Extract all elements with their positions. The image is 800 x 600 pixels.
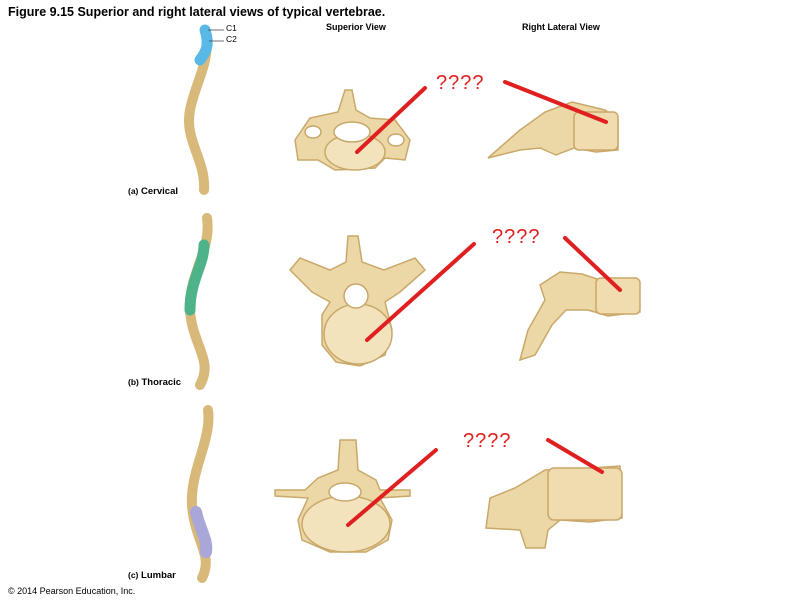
pointer-line-thoracic-superior — [365, 242, 476, 342]
question-thoracic: ???? — [492, 226, 541, 248]
lumbar-superior-vertebra — [274, 439, 411, 553]
pointer-line-lumbar-superior — [346, 448, 438, 527]
spine-lumbar — [186, 405, 214, 583]
cervical-superior-vertebra — [294, 89, 411, 171]
pointer-line-cervical-lateral — [503, 80, 608, 124]
question-lumbar: ???? — [463, 430, 512, 452]
cervical-lateral-vertebra — [487, 101, 619, 159]
spine-cervical — [183, 24, 224, 195]
column-header-superior: Superior View — [326, 22, 386, 32]
figure-title: Figure 9.15 Superior and right lateral v… — [8, 5, 386, 19]
label-c1: C1 — [226, 23, 237, 33]
row-label-thoracic: (b) Thoracic — [128, 377, 182, 388]
copyright: © 2014 Pearson Education, Inc. — [8, 586, 136, 596]
lumbar-lateral-vertebra — [485, 465, 623, 549]
spine-thoracic — [184, 213, 213, 390]
pointer-line-lumbar-lateral — [546, 438, 604, 474]
pointer-lines — [346, 80, 622, 527]
row-label-cervical: (a) Cervical — [128, 186, 179, 197]
thoracic-lateral-vertebra — [518, 271, 641, 362]
pointer-line-thoracic-lateral — [563, 236, 622, 292]
column-header-lateral: Right Lateral View — [522, 22, 600, 32]
row-label-lumbar: (c) Lumbar — [128, 570, 176, 581]
pointer-line-cervical-superior — [355, 86, 427, 154]
question-cervical: ???? — [436, 72, 485, 94]
label-c2: C2 — [226, 34, 237, 44]
thoracic-superior-vertebra — [288, 235, 427, 367]
